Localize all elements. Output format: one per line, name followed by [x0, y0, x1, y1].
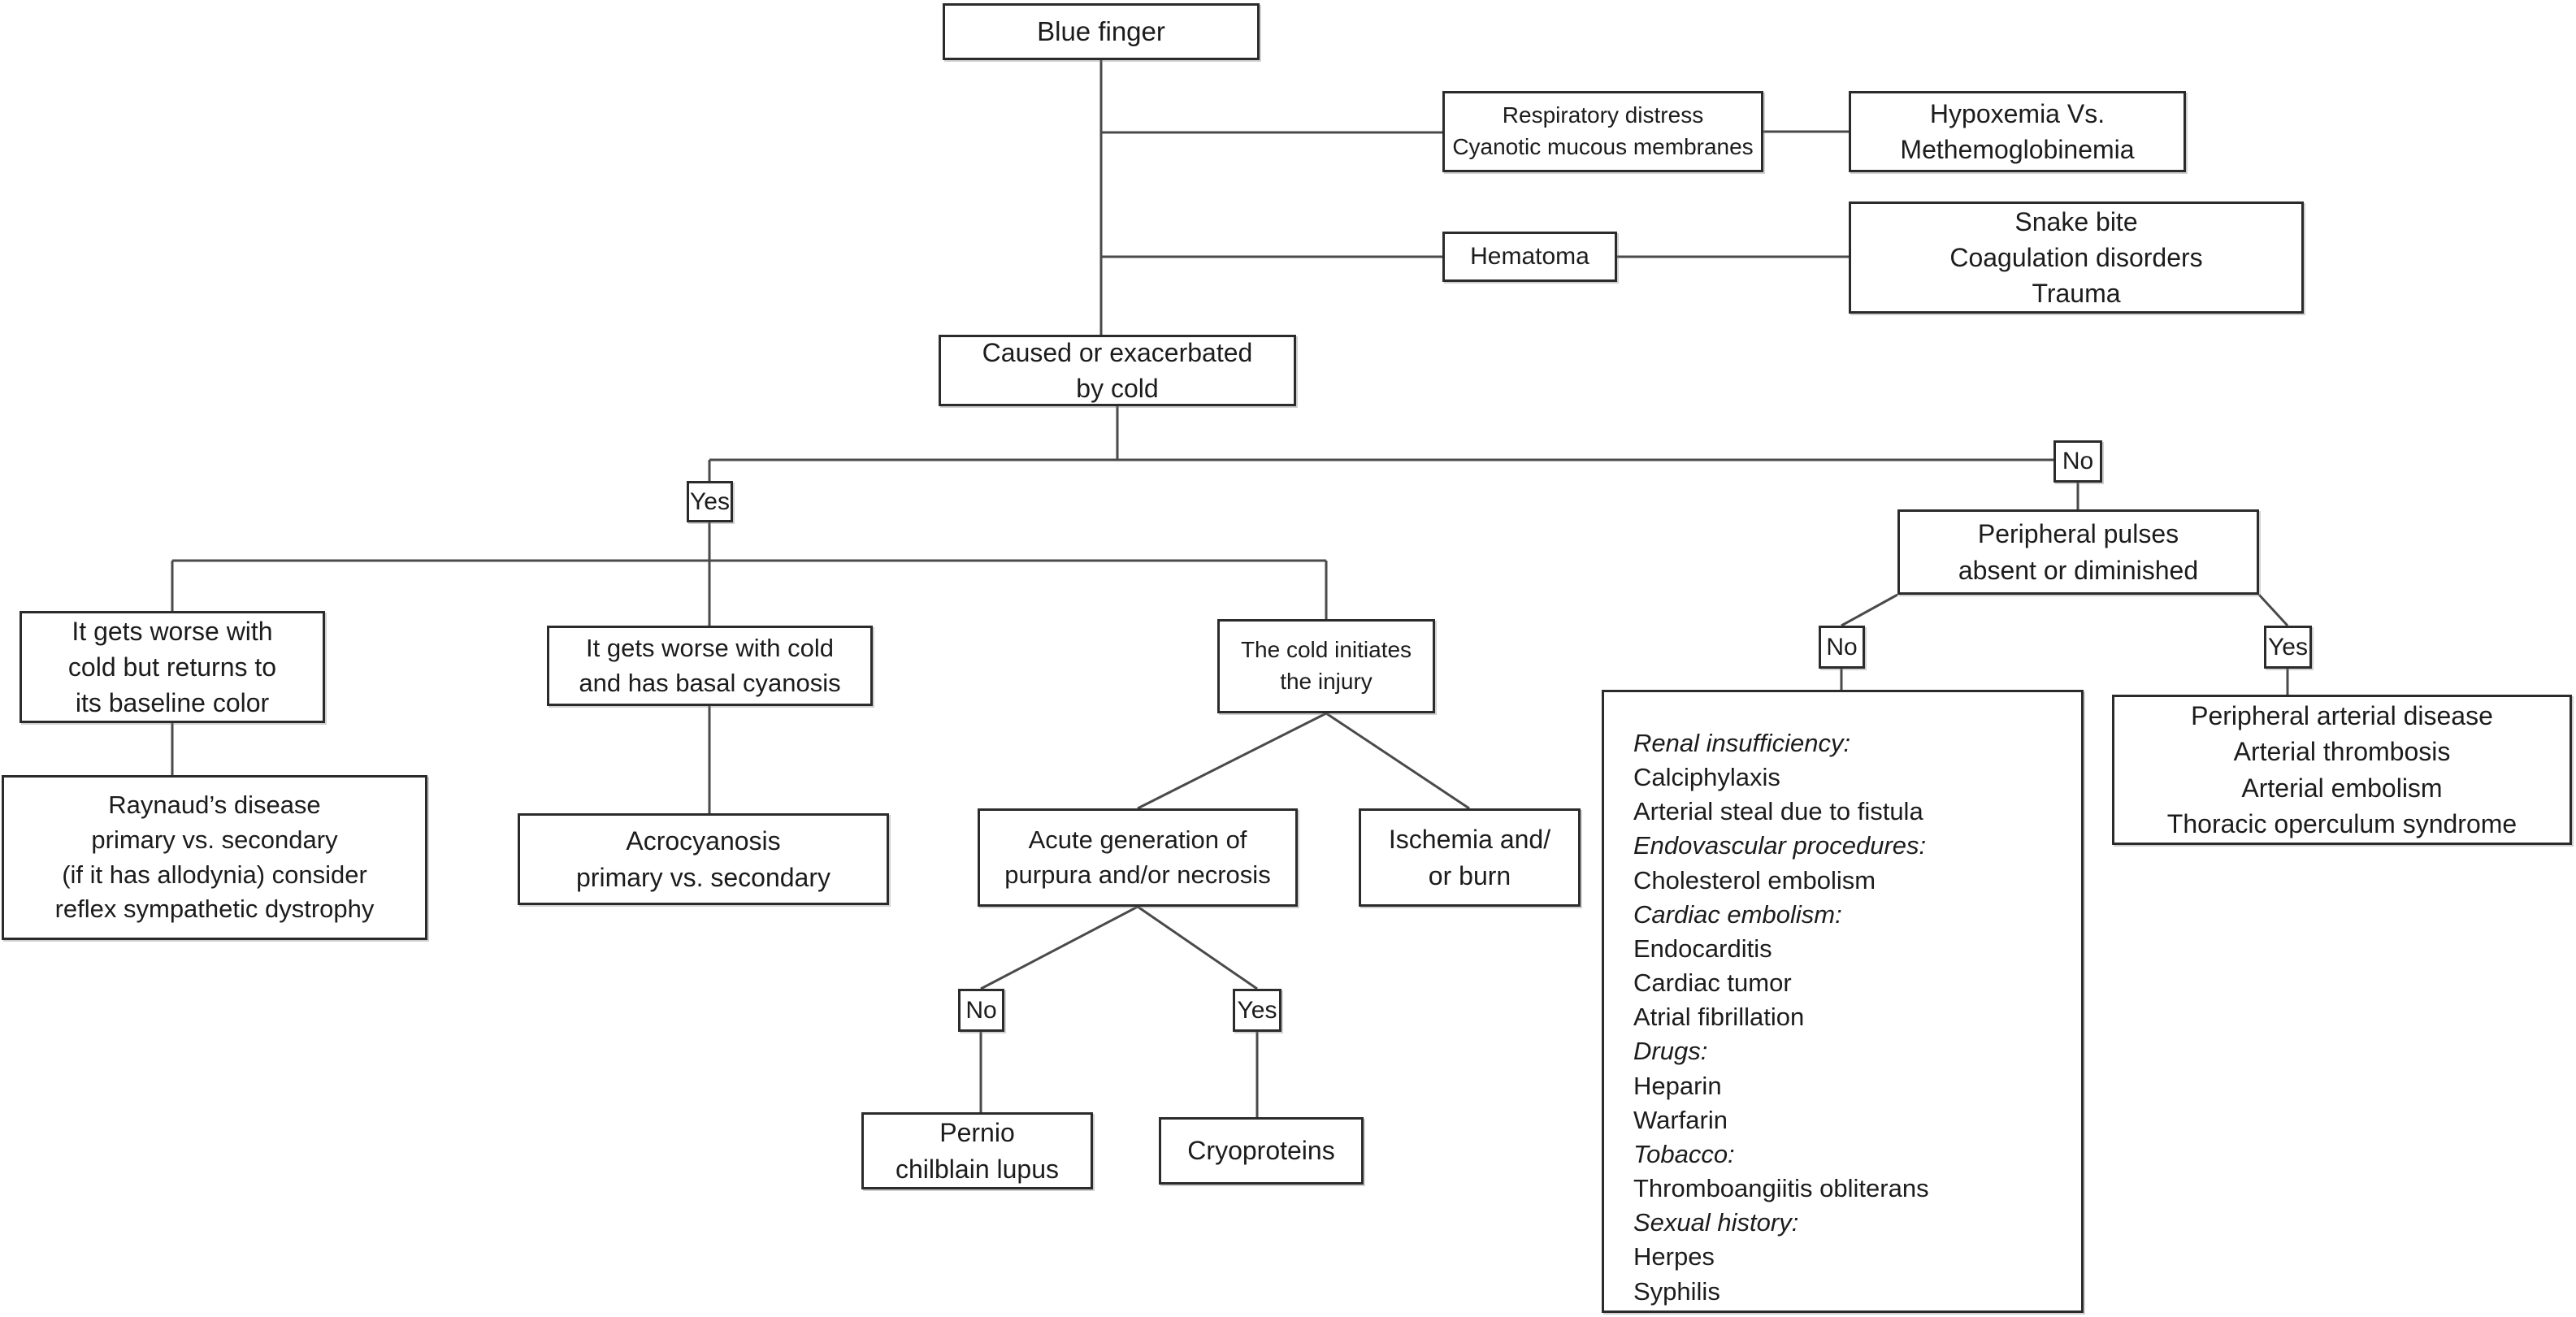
node-caused-or-exacerbated-by-cold: Caused or exacerbated by cold — [939, 335, 1296, 406]
node-yes-purpura-line: Yes — [1237, 996, 1277, 1024]
node-respiratory-distress-line: Respiratory distress — [1502, 102, 1704, 128]
node-acute-purpura-necrosis: Acute generation of purpura and/or necros… — [978, 808, 1298, 907]
node-worse-with-cold-returns-baseline-line: its baseline color — [75, 688, 270, 718]
node-blue-finger-line: Blue finger — [1037, 16, 1165, 47]
node-hematoma-line: Hematoma — [1470, 243, 1589, 271]
node-peripheral-pulses-line: Peripheral pulses — [1977, 519, 2179, 549]
node-yes-pulses-line: Yes — [2268, 633, 2308, 661]
edge-pulses-to-yes — [2257, 593, 2289, 627]
node-differential-list-line: Herpes — [1633, 1242, 1715, 1272]
node-differential-list-line: Cardiac embolism: — [1633, 899, 1842, 929]
node-respiratory-distress-line: Cyanotic mucous membranes — [1452, 134, 1754, 159]
node-snake-bite-coagulation-trauma-line: Coagulation disorders — [1949, 242, 2203, 272]
node-differential-list-line: Cardiac tumor — [1633, 968, 1792, 998]
node-cryoproteins: Cryoproteins — [1159, 1117, 1364, 1185]
node-differential-list-line: Sexual history: — [1633, 1208, 1799, 1237]
edge-initiates-to-ischemia — [1325, 712, 1470, 810]
node-acrocyanosis-line: primary vs. secondary — [576, 862, 830, 892]
node-cryoproteins-line: Cryoproteins — [1187, 1136, 1335, 1166]
node-ischemia-or-burn: Ischemia and/or burn — [1359, 808, 1581, 907]
node-differential-list-line: Tobacco: — [1633, 1139, 1735, 1168]
node-yes-purpura: Yes — [1233, 989, 1281, 1032]
node-cold-initiates-injury: The cold initiates the injury — [1217, 619, 1435, 713]
node-acrocyanosis: Acrocyanosis primary vs. secondary — [518, 813, 889, 905]
node-peripheral-arterial-disease-line: Arterial embolism — [2241, 773, 2443, 803]
node-worse-with-cold-returns-baseline: It gets worse with cold but returns to its… — [20, 611, 325, 723]
node-differential-list-line: Warfarin — [1633, 1105, 1728, 1134]
edge-pulses-to-no — [1841, 593, 1898, 627]
node-differential-list-line: Endovascular procedures: — [1633, 831, 1927, 860]
node-worse-with-cold-basal-cyanosis: It gets worse with cold and has basal cya… — [547, 626, 873, 706]
node-no-pulses: No — [1819, 626, 1865, 669]
node-worse-with-cold-basal-cyanosis-line: It gets worse with cold — [586, 633, 834, 662]
node-hypoxemia-methemoglobinemia-line: Hypoxemia Vs. — [1929, 98, 2105, 128]
node-no-pulses-line: No — [1826, 633, 1858, 661]
node-peripheral-arterial-disease-line: Arterial thrombosis — [2233, 737, 2451, 767]
node-acute-purpura-necrosis-line: purpura and/or necrosis — [1004, 860, 1271, 889]
node-caused-or-exacerbated-by-cold-line: Caused or exacerbated — [982, 337, 1253, 367]
node-hematoma: Hematoma — [1442, 232, 1617, 282]
node-ischemia-or-burn-line: Ischemia and/ — [1388, 825, 1551, 855]
node-differential-list-line: Heparin — [1633, 1071, 1722, 1100]
node-cold-initiates-injury-line: The cold initiates — [1240, 637, 1412, 663]
node-raynauds-disease-line: reflex sympathetic dystrophy — [54, 895, 375, 924]
node-no-cold: No — [2053, 440, 2102, 483]
node-acrocyanosis-line: Acrocyanosis — [626, 826, 781, 856]
node-pernio-chilblain-lupus-line: Pernio — [939, 1118, 1015, 1148]
node-differential-list-line: Arterial steal due to fistula — [1633, 797, 1923, 826]
node-raynauds-disease-line: (if it has allodynia) consider — [62, 860, 367, 889]
node-peripheral-arterial-disease-line: Peripheral arterial disease — [2191, 701, 2493, 731]
node-acute-purpura-necrosis-line: Acute generation of — [1028, 825, 1247, 854]
node-no-cold-line: No — [2062, 448, 2094, 475]
node-ischemia-or-burn-line: or burn — [1428, 860, 1511, 890]
node-differential-list-line: Drugs: — [1633, 1037, 1708, 1066]
node-differential-list-line: Thromboangiitis obliterans — [1633, 1174, 1929, 1203]
edge-purpura-to-no — [980, 905, 1138, 990]
node-pernio-chilblain-lupus-line: chilblain lupus — [895, 1154, 1059, 1184]
node-differential-list-line: Calciphylaxis — [1633, 763, 1780, 792]
node-raynauds-disease-line: Raynaud’s disease — [108, 790, 321, 819]
edge-purpura-to-yes — [1137, 905, 1258, 990]
node-peripheral-pulses-line: absent or diminished — [1958, 555, 2199, 585]
node-differential-list-line: Atrial fibrillation — [1633, 1003, 1805, 1032]
node-pernio-chilblain-lupus: Pernio chilblain lupus — [861, 1112, 1093, 1189]
edge-initiates-to-purpura — [1137, 712, 1327, 810]
node-worse-with-cold-basal-cyanosis-line: and has basal cyanosis — [579, 668, 841, 697]
node-snake-bite-coagulation-trauma-line: Snake bite — [2014, 206, 2138, 236]
node-worse-with-cold-returns-baseline-line: It gets worse with — [72, 616, 273, 646]
node-hypoxemia-methemoglobinemia: Hypoxemia Vs. Methemoglobinemia — [1849, 91, 2186, 172]
node-peripheral-arterial-disease-line: Thoracic operculum syndrome — [2166, 808, 2517, 838]
node-yes-cold-line: Yes — [690, 487, 730, 515]
node-differential-list-line: Cholesterol embolism — [1633, 865, 1876, 895]
node-no-purpura: No — [958, 989, 1004, 1032]
node-hypoxemia-methemoglobinemia-line: Methemoglobinemia — [1900, 135, 2135, 164]
node-blue-finger: Blue finger — [943, 3, 1260, 60]
node-raynauds-disease-line: primary vs. secondary — [91, 825, 338, 854]
node-caused-or-exacerbated-by-cold-line: by cold — [1076, 374, 1159, 403]
node-differential-list-line: Renal insufficiency: — [1633, 729, 1851, 757]
node-peripheral-pulses: Peripheral pulses absent or diminished — [1897, 509, 2259, 595]
node-differential-list-line: Endocarditis — [1633, 934, 1772, 963]
node-worse-with-cold-returns-baseline-line: cold but returns to — [67, 652, 277, 682]
node-yes-cold: Yes — [687, 481, 733, 522]
node-yes-pulses: Yes — [2264, 626, 2312, 669]
node-snake-bite-coagulation-trauma-line: Trauma — [2032, 279, 2121, 309]
node-cold-initiates-injury-line: the injury — [1280, 669, 1373, 694]
node-raynauds-disease: Raynaud’s disease primary vs. secondary (i… — [2, 775, 427, 940]
node-no-purpura-line: No — [965, 996, 997, 1024]
node-differential-list-line: Syphilis — [1633, 1276, 1720, 1306]
